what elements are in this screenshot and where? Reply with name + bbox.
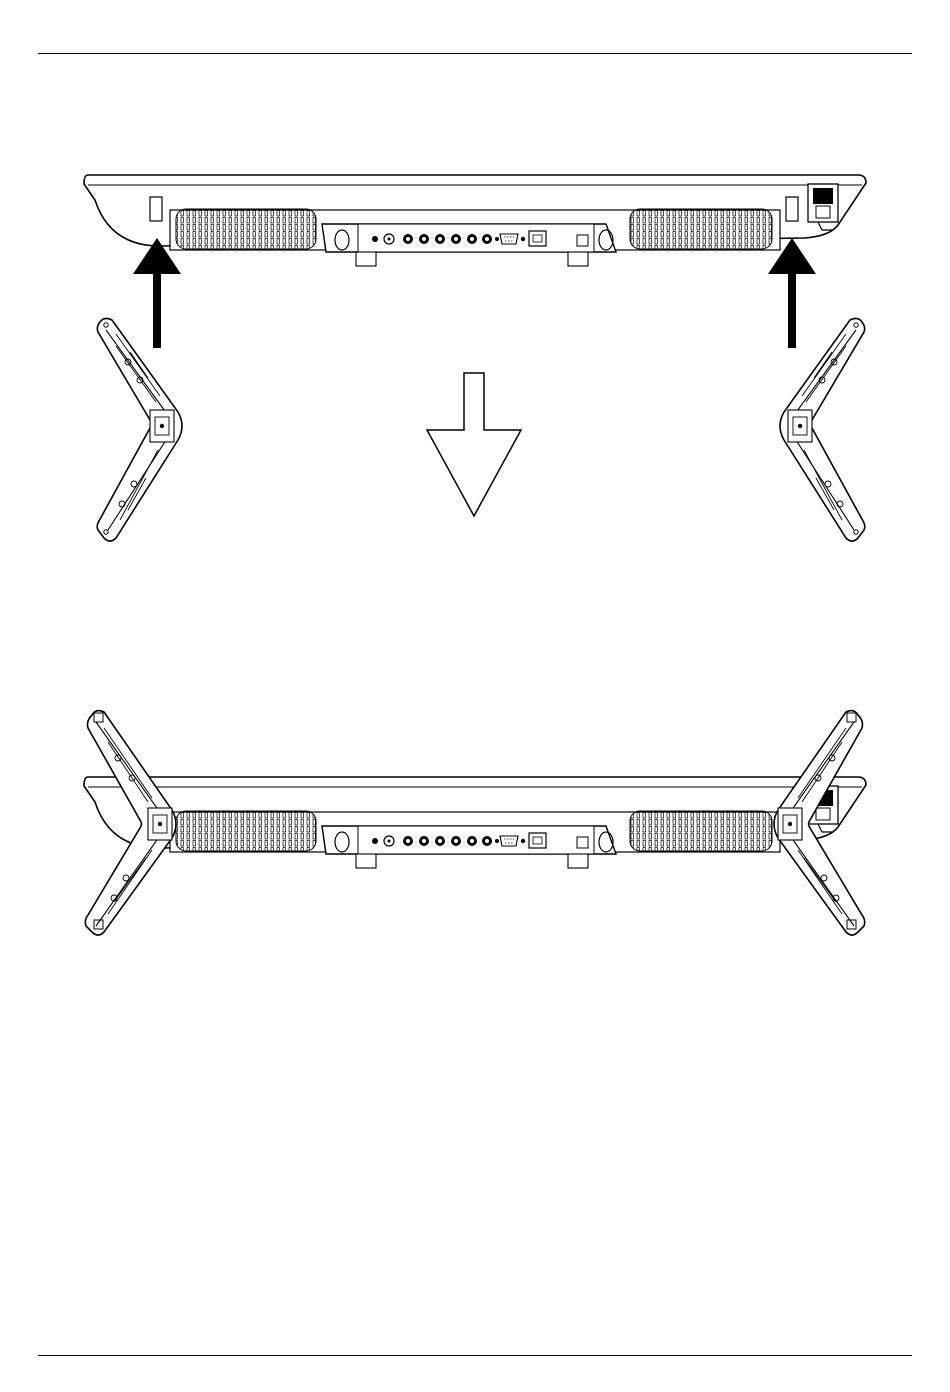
- insert-arrow-icon: [768, 238, 816, 348]
- tv-underside-step-one: [84, 175, 866, 266]
- next-step-arrow-icon: [427, 373, 521, 516]
- right-stand-foot: [780, 318, 865, 541]
- insert-arrow-icon: [133, 238, 181, 348]
- left-stand-foot: [97, 318, 182, 541]
- right-foot-slot: [786, 197, 798, 221]
- tv-underside-step-two: [84, 777, 866, 868]
- left-foot-slot: [150, 197, 162, 221]
